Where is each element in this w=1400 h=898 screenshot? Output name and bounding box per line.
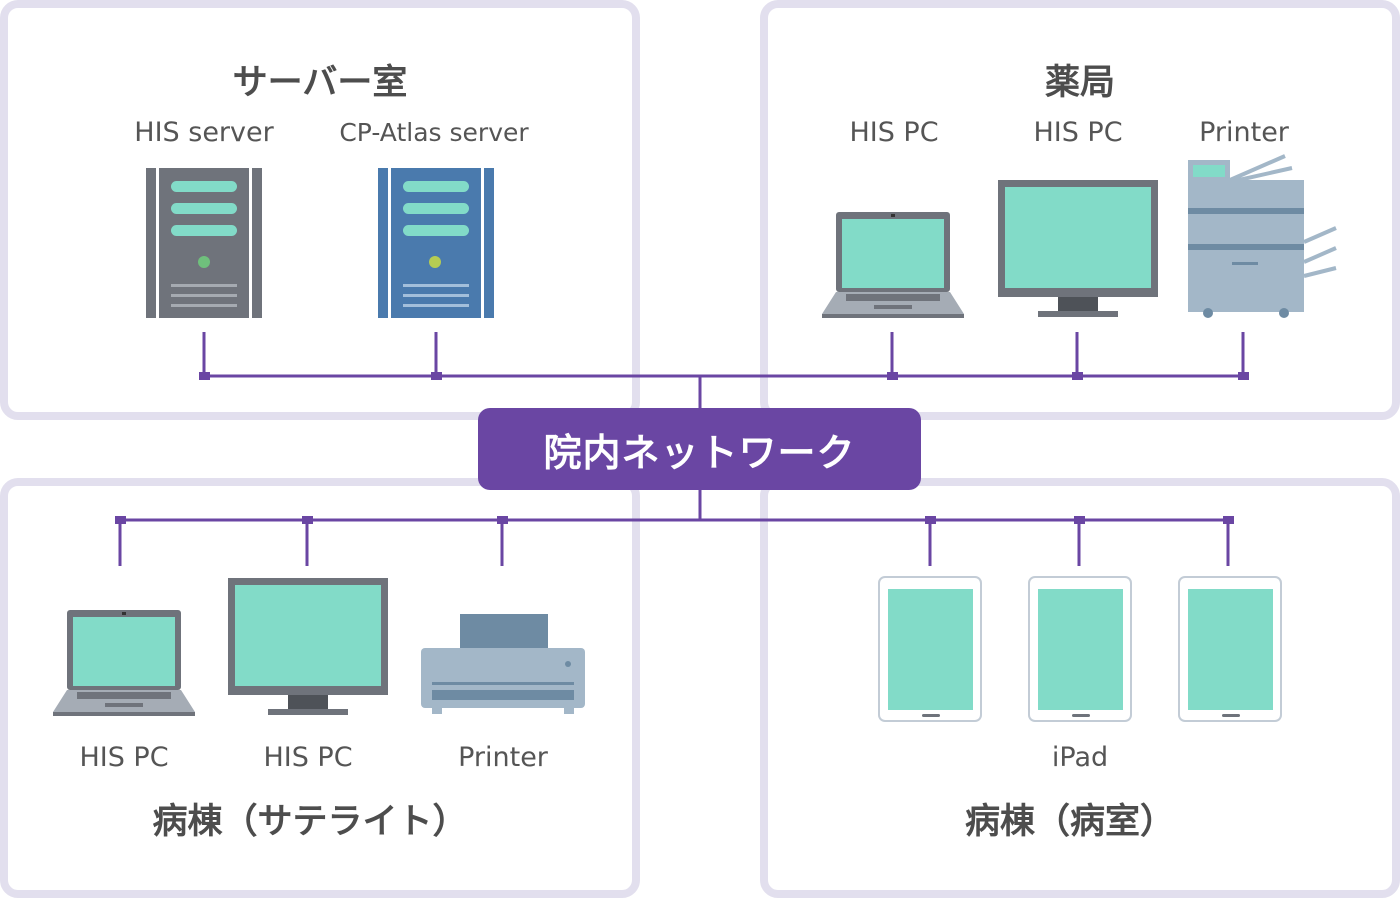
server-room-panel [0,0,640,420]
cp-atlas-server-label: CP-Atlas server [339,118,529,147]
network-lines [118,332,1245,566]
ward-laptop-label: HIS PC [79,742,169,773]
pharmacy-printer-label: Printer [1199,117,1289,148]
ward-room-title: 病棟（病室） [964,802,1176,842]
network-label: 院内ネットワーク [543,430,856,475]
ward-printer-icon [421,614,585,714]
ward-monitor-icon [228,578,388,715]
ward-monitor-label: HIS PC [263,742,353,773]
network-label-box: 院内ネットワーク [478,408,921,490]
pharmacy-title: 薬局 [1044,63,1116,103]
his-server-icon [146,168,262,318]
ipad-icon-3 [1178,576,1282,722]
ipad-label: iPad [1051,742,1109,773]
ipad-icon-2 [1028,576,1132,722]
ward-printer-label: Printer [458,742,548,773]
ipad-icon-1 [878,576,982,722]
pharmacy-laptop-icon [822,212,964,318]
line-junction-markers [115,372,1249,524]
his-server-label: HIS server [134,117,274,148]
ward-laptop-icon [53,610,195,716]
server-room-title: サーバー室 [232,63,408,103]
pharmacy-laptop-label: HIS PC [849,117,939,148]
pharmacy-copier-icon [1188,154,1337,318]
ward-satellite-title: 病棟（サテライト） [152,802,468,842]
pharmacy-monitor-icon [998,180,1158,317]
cp-atlas-server-icon [378,168,494,318]
pharmacy-monitor-label: HIS PC [1033,117,1123,148]
